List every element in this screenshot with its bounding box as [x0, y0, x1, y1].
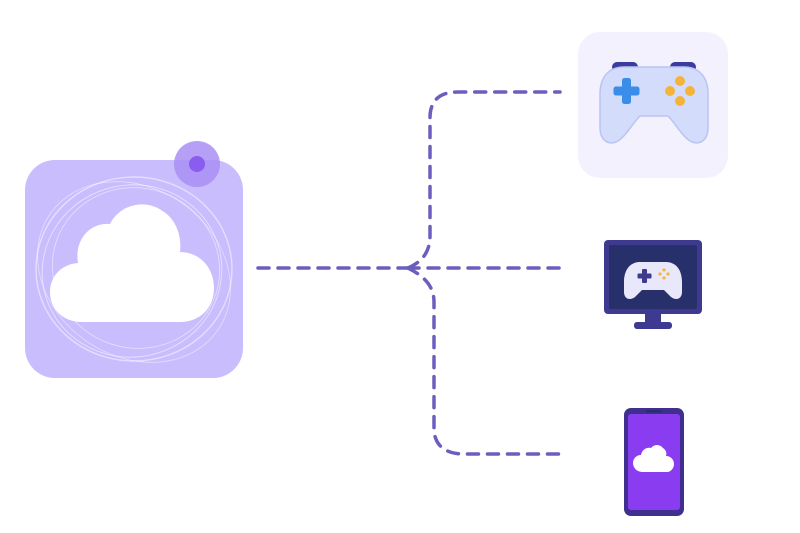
connector-branch-bottom — [406, 266, 562, 456]
status-badge — [174, 141, 220, 187]
monitor-dpad-icon — [637, 269, 652, 283]
monitor-controller-icon — [624, 262, 682, 300]
connector-lines — [256, 90, 562, 456]
controller-node — [578, 32, 728, 178]
cloud-icon — [50, 204, 214, 322]
smartphone-cloud-icon — [633, 445, 674, 472]
monitor-node — [604, 240, 702, 329]
phone-node — [624, 408, 684, 516]
monitor-neck — [645, 314, 661, 324]
monitor-base — [634, 322, 672, 329]
swirl-rings — [35, 176, 233, 363]
phone-speaker — [646, 410, 662, 413]
cloud-node — [25, 141, 243, 378]
monitor-face-buttons-icon — [658, 268, 670, 280]
face-buttons-icon — [665, 76, 695, 106]
dpad-icon — [613, 78, 640, 104]
status-dot-icon — [189, 156, 205, 172]
connector-branch-top — [406, 90, 562, 270]
